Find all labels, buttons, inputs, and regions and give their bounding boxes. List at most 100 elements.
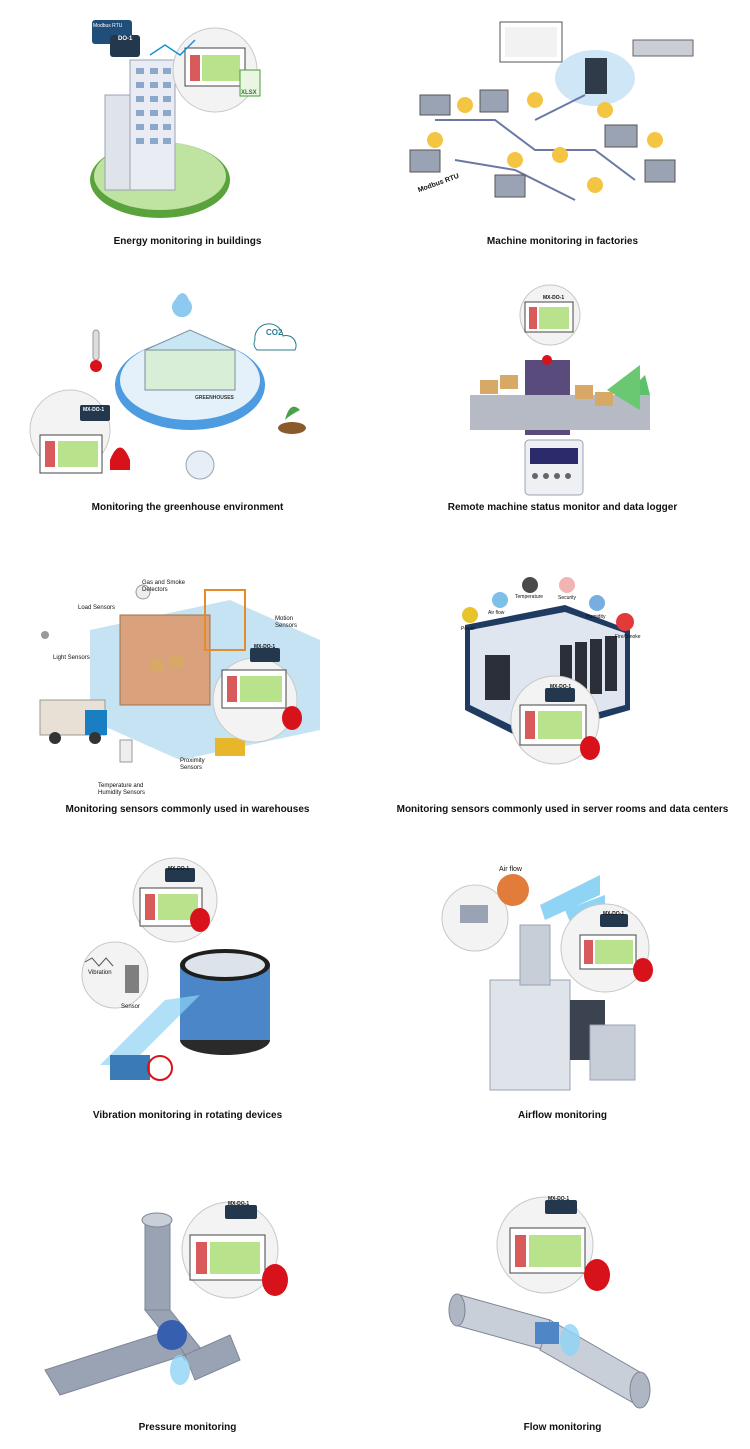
- power-icon: [462, 607, 478, 623]
- sensor-label-power: Power: [461, 626, 476, 632]
- cell-vibration: Vibration Sensor MX-DO-1 Vibration monit…: [0, 850, 375, 1130]
- device-label: MX-DO-1: [228, 1201, 250, 1207]
- xlsx-label: XLSX: [241, 90, 257, 96]
- caption: Energy monitoring in buildings: [113, 236, 262, 247]
- sensor-label-humidity: Humidity: [586, 614, 606, 620]
- modbus-label: Modbus RTU: [93, 23, 123, 29]
- airflow-icon: [492, 592, 508, 608]
- warehouse-illustration: [39, 584, 320, 763]
- device-label: MX-DO-1: [168, 866, 190, 872]
- sensor-label-load: Load Sensors: [78, 605, 116, 611]
- device-label: MX-DO-1: [603, 911, 625, 917]
- alarm-bell-icon: [110, 447, 130, 470]
- flow-illustration: [448, 1196, 651, 1409]
- caption: Monitoring sensors commonly used in ware…: [65, 804, 310, 815]
- device-label: MX-DO-1: [548, 1196, 570, 1202]
- switch-icon: [632, 39, 694, 57]
- pressure-sensor-icon: [157, 1320, 187, 1350]
- sensor-label-motion: Motion Sensors: [275, 616, 298, 629]
- airflow-sensor-icon: [460, 905, 488, 923]
- vibration-label: Vibration: [88, 970, 112, 976]
- caption: Pressure monitoring: [138, 1422, 237, 1433]
- energy-building-illustration: [90, 20, 261, 218]
- security-icon: [559, 577, 575, 593]
- sensor-icon: [125, 965, 139, 993]
- alarm-light-icon: [542, 355, 552, 365]
- gateway-icon: [585, 58, 607, 94]
- device-icon: [250, 648, 280, 662]
- cell-pressure: MX-DO-1 Pressure monitoring: [0, 1180, 375, 1449]
- caption: Monitoring sensors commonly used in serv…: [396, 804, 729, 815]
- device-label: MX-DO-1: [543, 295, 565, 301]
- alarm-light-icon: [190, 908, 210, 932]
- arrow-icon: [607, 365, 640, 410]
- sensor-label-fire: Fire/Smoke: [615, 634, 641, 640]
- device-icon: [545, 1200, 577, 1214]
- alarm-light-icon: [262, 1264, 288, 1296]
- device-icon: [225, 1205, 257, 1219]
- caption: Vibration monitoring in rotating devices: [92, 1110, 283, 1121]
- light-sensor-icon: [41, 631, 49, 639]
- caption: Airflow monitoring: [518, 1110, 607, 1121]
- greenhouse-sign: GREENHOUSES: [195, 395, 234, 401]
- box-icon: [480, 380, 498, 394]
- sensor-label-light: Light Sensors: [53, 655, 90, 661]
- alarm-light-icon: [584, 1259, 610, 1291]
- factory-illustration: [409, 21, 694, 201]
- cell-warehouse: Gas and Smoke Detectors Load Sensors Mot…: [0, 570, 375, 820]
- sensor-label: Sensor: [121, 1004, 141, 1010]
- humidity-icon: [172, 293, 192, 318]
- humidity-icon: [589, 595, 605, 611]
- conveyor-illustration: [470, 284, 650, 496]
- motor-icon: [110, 1055, 150, 1080]
- greenhouse-illustration: [29, 293, 306, 480]
- device-icon: [80, 405, 110, 421]
- air-arrow-icon: [540, 875, 600, 920]
- smoke-detector-icon: [135, 584, 151, 600]
- device-icon: [110, 35, 140, 57]
- vibration-illustration: [81, 857, 270, 1081]
- device-icon: [545, 688, 575, 702]
- temperature-icon: [522, 577, 538, 593]
- plant-icon: [285, 406, 300, 420]
- airflow-illustration: [441, 874, 653, 1091]
- humidity-sensor-icon: [119, 739, 133, 763]
- sensor-label-proximity: Proximity Sensors: [180, 758, 205, 771]
- alarm-light-icon: [633, 958, 653, 982]
- caption: Flow monitoring: [523, 1422, 602, 1433]
- alarm-light-icon: [580, 736, 600, 760]
- fan-icon: [497, 874, 529, 906]
- cell-flow: MX-DO-1 Flow monitoring: [375, 1180, 750, 1449]
- cell-airflow: Air flow MX-DO-1 Airflow monitoring: [375, 850, 750, 1130]
- device-icon: [165, 868, 195, 882]
- pressure-illustration: [44, 1201, 288, 1396]
- fire-icon: [616, 613, 634, 631]
- co2-label: CO2: [266, 328, 283, 337]
- device-label: MX-DO-1: [83, 407, 105, 413]
- flow-sensor-icon: [535, 1322, 559, 1344]
- device-label: MX-DO-1: [254, 644, 276, 650]
- wireless-sensor-icon: [185, 450, 215, 480]
- device-label: MX-DO-1: [550, 684, 572, 690]
- server-room-illustration: [462, 577, 634, 765]
- caption: Remote machine status monitor and data l…: [447, 502, 678, 513]
- sensor-label-temp: Temperature and Humidity Sensors: [98, 783, 146, 796]
- xlsx-file-icon: [239, 69, 261, 97]
- caption: Machine monitoring in factories: [486, 236, 639, 247]
- cell-remote-machine: MX-DO-1 Remote machine status monitor an…: [375, 280, 750, 550]
- device-icon: [600, 914, 628, 927]
- cell-server-room: Temperature Air flow Security Humidity P…: [375, 570, 750, 820]
- sensor-label-security: Security: [558, 595, 577, 601]
- air-flow-label: Air flow: [499, 866, 522, 873]
- caption: Monitoring the greenhouse environment: [91, 502, 284, 513]
- thermometer-icon: [92, 329, 100, 361]
- cell-machine-factories: Modbus RTU Machine monitoring in factori…: [375, 0, 750, 260]
- cell-energy-buildings: DO-1 Modbus RTU XLSX Energy monitoring i…: [0, 0, 375, 260]
- co2-cloud-icon: [253, 323, 297, 351]
- alarm-light-icon: [282, 706, 302, 730]
- sensor-label-airflow: Air flow: [488, 610, 505, 616]
- cell-greenhouse: CO2 GREENHOUSES MX-DO-1 Monitoring the g…: [0, 280, 375, 550]
- sensor-label-temperature: Temperature: [515, 594, 544, 600]
- shelf-icon: [204, 589, 246, 651]
- device-label: DO-1: [118, 36, 133, 42]
